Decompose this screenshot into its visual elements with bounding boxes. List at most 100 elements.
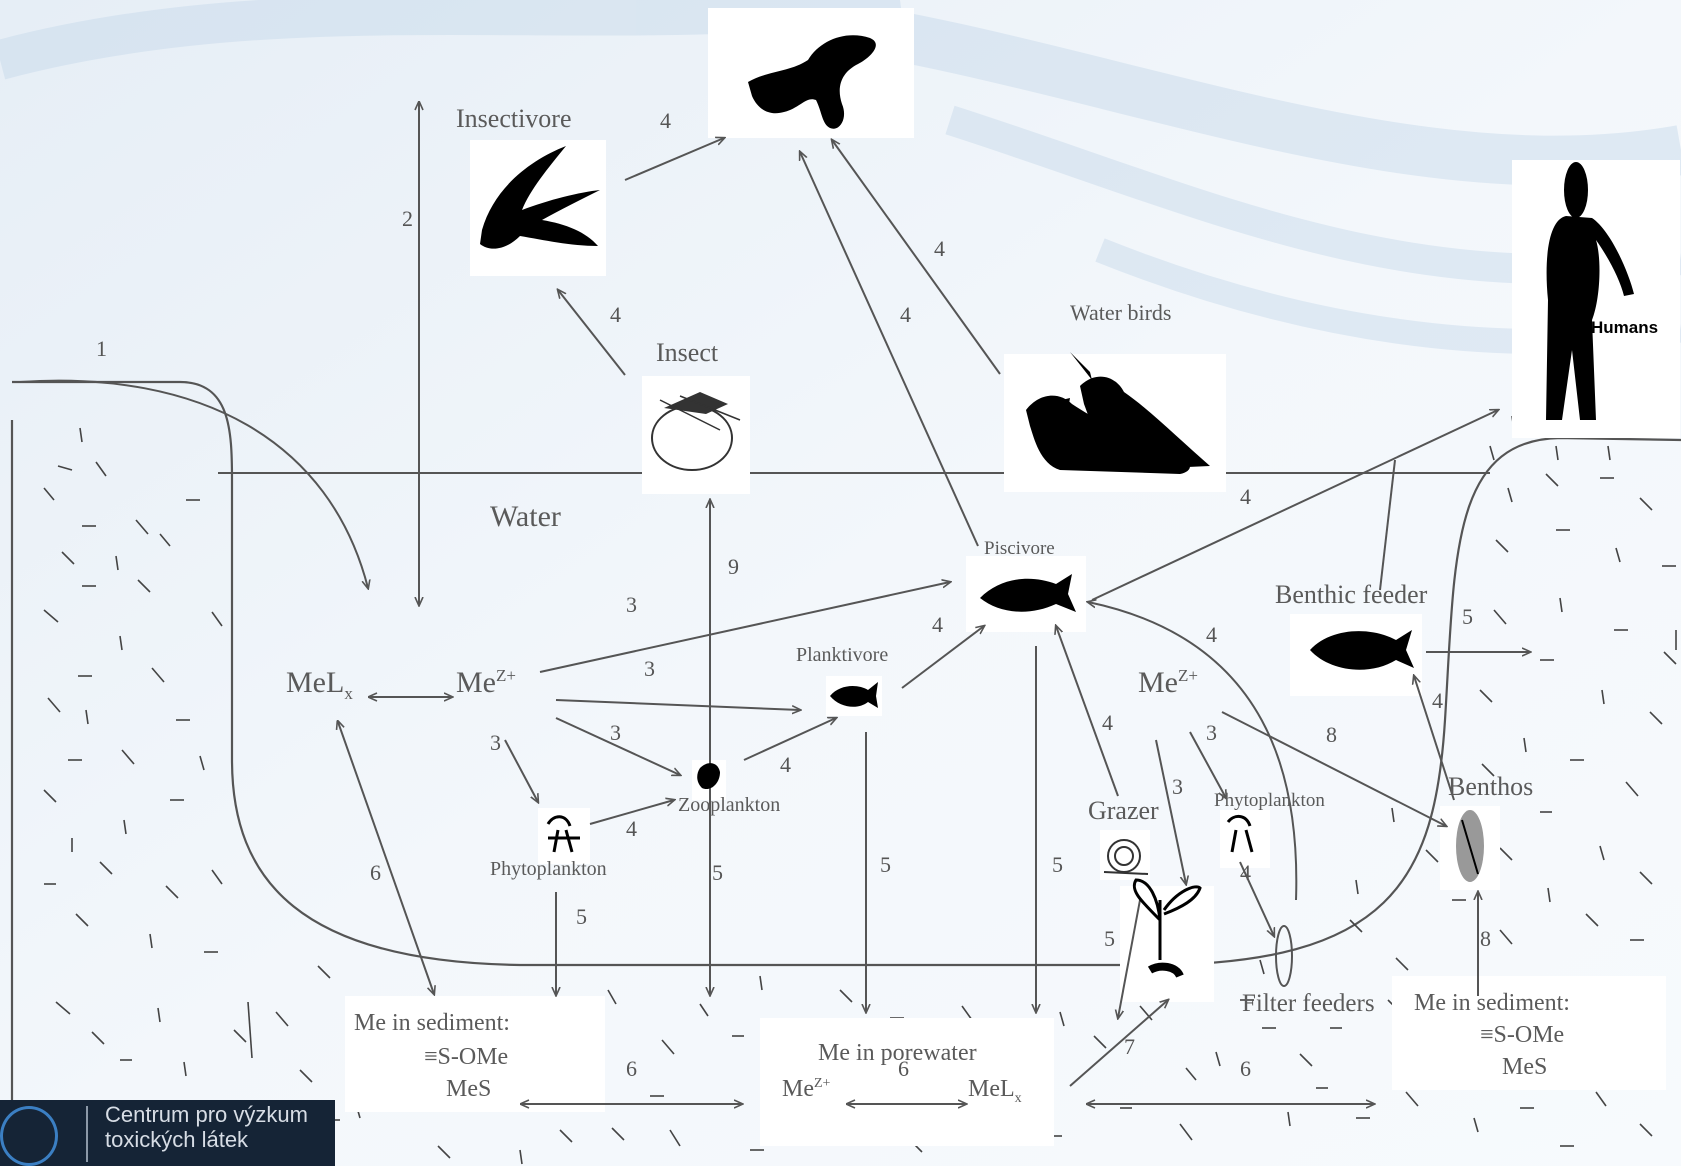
number-5-plank: 5 <box>880 852 891 877</box>
logo-line-2: toxických látek <box>105 1127 249 1152</box>
benthos-icon <box>1456 810 1484 882</box>
number-6-left: 6 <box>370 860 381 885</box>
number-4-insect: 4 <box>610 302 621 327</box>
number-5-phyto: 5 <box>576 904 587 929</box>
number-6-sediment: 6 <box>626 1056 637 1081</box>
number-4-piscivore: 4 <box>900 302 911 327</box>
arrow-6-left <box>338 722 434 994</box>
me-z-label: MeZ+ <box>456 666 516 699</box>
planktivore-label: Planktivore <box>796 644 889 666</box>
arrow-1 <box>19 379 368 588</box>
plant-icon <box>1132 878 1202 979</box>
arrows <box>12 103 1530 1104</box>
insect-label: Insect <box>656 338 719 367</box>
arrow-me-phyto-right <box>1189 731 1226 798</box>
arrow-me-piscivore <box>539 582 950 673</box>
sediment-left-title: Me in sediment: <box>354 1010 510 1036</box>
loon-icon <box>1026 352 1210 474</box>
institution-logo: Centrum pro výzkum toxických látek <box>0 1100 335 1166</box>
number-4-plank: 4 <box>932 612 943 637</box>
number-4-zoo: 4 <box>780 752 791 777</box>
porewater-title: Me in porewater <box>818 1040 977 1066</box>
number-7: 7 <box>1124 1034 1135 1059</box>
line-benthic-humans <box>1379 459 1396 591</box>
number-2: 2 <box>402 206 413 231</box>
number-4-filter: 4 <box>1240 860 1251 885</box>
arrow-me-phyto <box>504 739 538 802</box>
filter-feeder-icon <box>1275 925 1293 987</box>
me-z-right-label: MeZ+ <box>1138 666 1198 699</box>
zooplankton-label: Zooplankton <box>678 794 781 816</box>
number-9: 9 <box>728 554 739 579</box>
sediment-left-line2: MeS <box>446 1076 492 1102</box>
benthic-feeder-label: Benthic feeder <box>1275 580 1428 609</box>
phytoplankton-left-label: Phytoplankton <box>490 858 607 880</box>
arrow-plank-pisc <box>901 626 984 689</box>
arrow-benthos-benthic <box>1414 676 1455 801</box>
benthos-label: Benthos <box>1448 772 1534 801</box>
arrow-8-benthos <box>1221 711 1446 826</box>
human-icon <box>1546 162 1634 420</box>
number-4-phyto: 4 <box>626 816 637 841</box>
phytoplankton-right-label: Phytoplankton <box>1214 790 1325 811</box>
number-1: 1 <box>96 336 107 361</box>
water-birds-label: Water birds <box>1070 300 1172 325</box>
number-3-e: 3 <box>1206 720 1217 745</box>
phytoplankton-icon <box>546 815 1254 853</box>
zooplankton-icon <box>697 763 720 790</box>
swallow-icon <box>480 146 600 249</box>
arrow-waterbirds-eagle <box>832 140 1001 375</box>
number-5-zoo: 5 <box>712 860 723 885</box>
sediment-right-title: Me in sediment: <box>1414 990 1570 1016</box>
number-3-f: 3 <box>1172 774 1183 799</box>
water-label: Water <box>490 500 561 533</box>
number-4-benthos: 4 <box>1432 688 1443 713</box>
insect-icon <box>651 392 741 471</box>
grazer-label: Grazer <box>1088 796 1159 825</box>
arrow-grazer-pisc <box>1056 626 1119 797</box>
insectivore-label: Insectivore <box>456 104 572 133</box>
number-3-a: 3 <box>626 592 637 617</box>
globe-icon <box>0 1106 58 1166</box>
number-5-pisc: 5 <box>1052 852 1063 877</box>
sediment-right-line2: MeS <box>1502 1054 1548 1080</box>
small-fish-icon <box>830 682 878 708</box>
number-8-a: 8 <box>1326 722 1337 747</box>
number-4-waterbirds: 4 <box>934 236 945 261</box>
number-4-humans: 4 <box>1240 484 1251 509</box>
salmon-icon <box>980 574 1076 612</box>
number-3-b: 3 <box>644 656 655 681</box>
silhouettes <box>480 35 1634 979</box>
arrow-phyto-zoo <box>589 800 674 825</box>
number-5-benthic: 5 <box>1462 604 1473 629</box>
arrow-me-plant <box>1155 739 1186 884</box>
humans-label: Humans <box>1591 318 1659 337</box>
number-5-grazer: 5 <box>1104 926 1115 951</box>
logo-line-1: Centrum pro výzkum <box>105 1102 308 1127</box>
porewater-me: MeZ+ <box>782 1076 831 1102</box>
sediment-right-line1: ≡S-OMe <box>1480 1022 1565 1048</box>
arrow-zoo-plank <box>743 718 836 761</box>
number-3-c: 3 <box>610 720 621 745</box>
arrow-insect-insectivore <box>558 290 626 376</box>
benthic-fish-icon <box>1310 630 1414 670</box>
arrow-phyto-ff <box>1239 861 1274 936</box>
logo-separator <box>86 1106 88 1162</box>
number-4-eagle: 4 <box>660 108 671 133</box>
number-6-porewater: 6 <box>898 1056 909 1081</box>
arrow-piscivore-eagle <box>800 152 979 547</box>
porewater-mel: MeLx <box>968 1076 1022 1106</box>
number-4-benthic-fish: 4 <box>1206 622 1217 647</box>
arrow-me-planktivore <box>555 699 800 710</box>
filter-feeders-label: Filter feeders <box>1242 990 1375 1017</box>
arrow-7 <box>1069 1000 1168 1087</box>
logo-text: Centrum pro výzkum toxických látek <box>105 1102 308 1152</box>
number-4-grazer: 4 <box>1102 710 1113 735</box>
arrow-5-grazer <box>1118 899 1141 1018</box>
arrow-piscivore-humans <box>1091 410 1498 601</box>
arrow-ff-pisc <box>1088 602 1298 901</box>
number-6-right: 6 <box>1240 1056 1251 1081</box>
